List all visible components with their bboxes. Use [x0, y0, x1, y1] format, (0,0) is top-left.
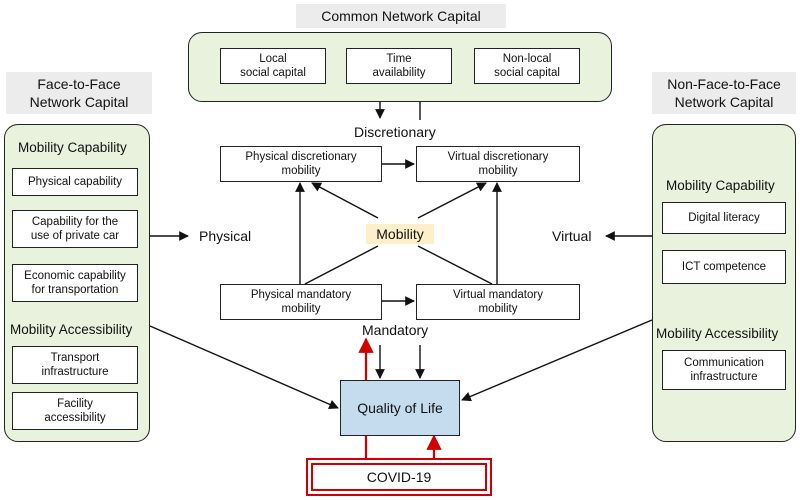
ict-competence-box: ICT competence	[662, 250, 786, 284]
virtual-mandatory-mobility-box: Virtual mandatory mobility	[416, 284, 580, 320]
economic-capability-box: Economic capability for transportation	[12, 264, 138, 302]
line-center-to-vm	[417, 245, 493, 285]
virtual-discretionary-mobility-box: Virtual discretionary mobility	[416, 146, 580, 182]
physical-discretionary-mobility-box: Physical discretionary mobility	[220, 146, 382, 182]
non-face-to-face-title: Non-Face-to-Face Network Capital	[652, 72, 796, 114]
quality-of-life-box: Quality of Life	[340, 380, 460, 436]
communication-infrastructure-box: Communication infrastructure	[662, 350, 786, 390]
arrow-right-to-qol	[461, 319, 653, 402]
arrow-center-to-vd	[417, 182, 487, 219]
digital-literacy-box: Digital literacy	[662, 202, 786, 234]
face-to-face-title: Face-to-Face Network Capital	[6, 72, 152, 114]
physical-label: Physical	[199, 228, 252, 244]
facility-accessibility-box: Facility accessibility	[12, 392, 138, 430]
covid-19-box-outer	[306, 458, 492, 496]
non-local-social-capital-box: Non-local social capital	[474, 48, 580, 84]
physical-capability-box: Physical capability	[12, 168, 138, 196]
mobility-center-label: Mobility	[366, 224, 434, 244]
time-availability-box: Time availability	[346, 48, 452, 84]
private-car-capability-box: Capability for the use of private car	[12, 210, 138, 248]
transport-infrastructure-box: Transport infrastructure	[12, 346, 138, 384]
right-capability-heading: Mobility Capability	[666, 178, 775, 193]
mandatory-label: Mandatory	[362, 322, 429, 338]
covid-19-box: COVID-19	[311, 463, 487, 491]
physical-mandatory-mobility-box: Physical mandatory mobility	[220, 284, 382, 320]
line-center-to-pm	[304, 245, 379, 285]
common-network-capital-title: Common Network Capital	[296, 4, 506, 28]
right-accessibility-heading: Mobility Accessibility	[656, 326, 779, 341]
left-accessibility-heading: Mobility Accessibility	[10, 322, 133, 337]
discretionary-label: Discretionary	[354, 124, 436, 140]
local-social-capital-box: Local social capital	[220, 48, 326, 84]
arrow-center-to-pd	[311, 182, 379, 219]
arrow-left-to-qol	[149, 325, 339, 409]
virtual-label: Virtual	[552, 228, 592, 244]
left-capability-heading: Mobility Capability	[18, 140, 127, 155]
